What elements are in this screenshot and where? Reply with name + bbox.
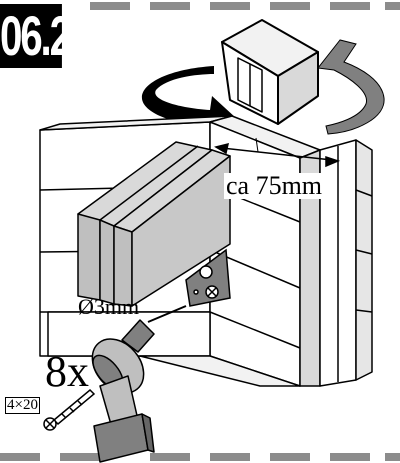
screw-icon [43, 388, 96, 431]
shed-icon [221, 19, 319, 125]
step-number-badge: 06.2 [0, 4, 72, 68]
dimension-label: ca 75mm [224, 171, 325, 200]
screw-size-label: 4×20 [5, 397, 40, 414]
dimension-arrow [214, 137, 341, 168]
screw-quantity-label: 8x [45, 347, 89, 396]
top-dashed-border [90, 2, 400, 10]
drill-size-label: Ø3mm [78, 294, 140, 319]
wall-boards-stack [77, 141, 231, 307]
bottom-dashed-border [0, 453, 400, 461]
corner-bracket [185, 248, 231, 307]
drill-icon [91, 305, 187, 463]
rotate-right-arrow-icon [317, 39, 385, 135]
